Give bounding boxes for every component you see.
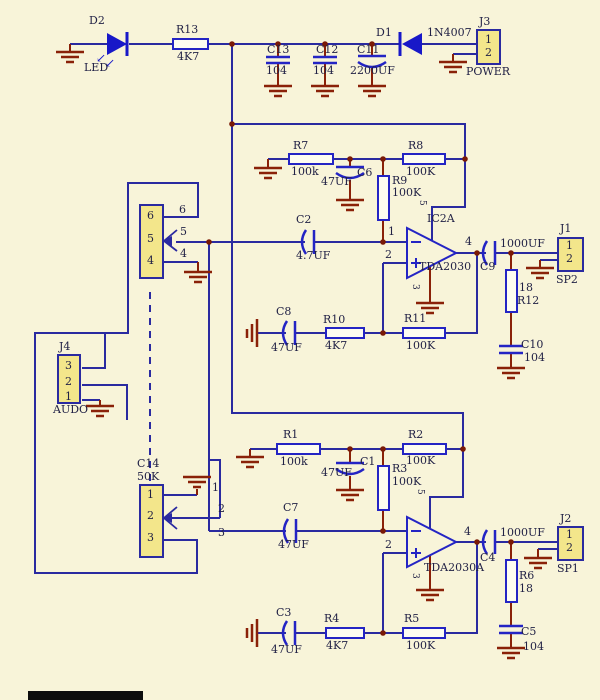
capacitor-c12 (313, 55, 337, 65)
capacitors (266, 54, 523, 646)
resistor-r11 (402, 327, 446, 339)
ground-icon (497, 366, 525, 380)
opamp-tda2030a (406, 515, 459, 569)
ground-icon (183, 475, 211, 489)
ground-icon-rotated (245, 619, 259, 647)
ground-icon (524, 556, 552, 570)
resistor-r9 (377, 175, 390, 221)
capacitor-c8 (281, 320, 297, 346)
resistor-r10 (325, 327, 365, 339)
resistor-r2 (402, 443, 447, 455)
resistor-r7 (288, 153, 334, 165)
resistor-r13 (172, 38, 209, 50)
ground-icon (439, 60, 467, 74)
resistor-r3 (377, 465, 390, 511)
resistor-r1 (276, 443, 321, 455)
ground-icon (236, 455, 264, 469)
capacitor-c2 (300, 229, 316, 255)
resistors (172, 38, 518, 639)
resistor-r5 (402, 627, 446, 639)
resistor-r6 (505, 559, 518, 603)
capacitor-c1 (335, 461, 365, 476)
scan-artifact-bar (28, 691, 143, 700)
ground-icon (264, 84, 292, 98)
connector-j1-sp2 (557, 237, 584, 272)
ground-icon (254, 166, 282, 180)
ground-symbols (56, 50, 554, 660)
ground-icon (358, 84, 386, 98)
diode-d1 (398, 32, 422, 56)
capacitor-c4 (481, 529, 497, 555)
ground-icon (526, 266, 554, 280)
ground-icon (416, 301, 444, 315)
capacitor-c9 (481, 240, 497, 266)
connectors (57, 29, 584, 561)
resistor-r8 (402, 153, 446, 165)
connector-j2-sp1 (557, 526, 584, 561)
ground-icon (184, 270, 212, 284)
ground-icon (416, 588, 444, 602)
ground-icon (311, 84, 339, 98)
pot-block-c14 (139, 484, 164, 558)
ground-icon (497, 646, 525, 660)
capacitor-c10 (499, 344, 523, 355)
capacitor-c3 (281, 620, 297, 646)
ground-icon (86, 404, 114, 418)
capacitor-c6 (335, 165, 365, 180)
resistor-r12 (505, 269, 518, 313)
capacitor-c11 (357, 54, 387, 69)
wiper-arrow-lower (162, 506, 178, 530)
led-d2 (107, 32, 129, 56)
opamp-ic2a (406, 226, 459, 280)
pot-block-654 (139, 204, 164, 279)
capacitor-c7 (282, 518, 298, 544)
wires (34, 43, 558, 634)
ground-icon (336, 488, 364, 502)
capacitor-c13 (266, 55, 290, 65)
ground-icon (56, 50, 84, 64)
capacitor-c5 (499, 624, 523, 635)
connector-j4-audio (57, 354, 81, 404)
wiper-arrow-upper (162, 229, 178, 252)
connector-j3-power (476, 29, 501, 65)
component-stems (69, 44, 541, 648)
ground-icon (336, 198, 364, 212)
resistor-r4 (325, 627, 365, 639)
ground-icon-rotated (245, 319, 259, 347)
junction-dots (206, 41, 514, 636)
